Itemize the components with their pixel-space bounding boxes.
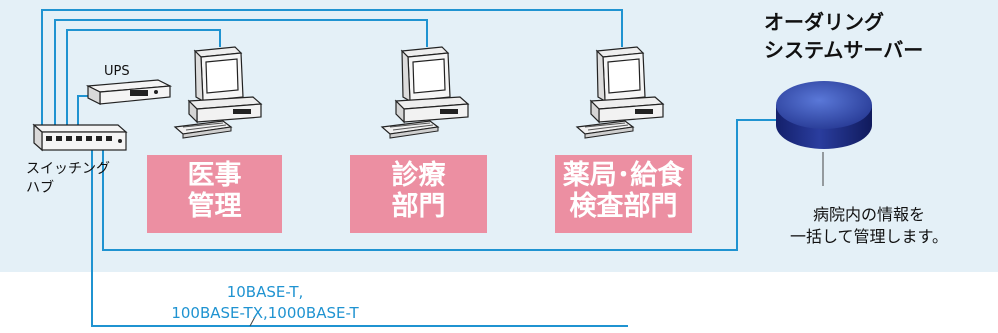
cable-to-terminal-3: [41, 9, 623, 125]
department-label-line1: 医事: [187, 160, 242, 191]
terminal-icon-2: [380, 46, 470, 139]
server-description-line2: 一括して管理します。: [790, 227, 948, 246]
department-label-line1: 薬局･給食: [562, 160, 685, 191]
server-description: 病院内の情報を 一括して管理します。: [754, 204, 984, 248]
switching-hub-label: スイッチング ハブ: [26, 160, 110, 198]
switching-hub-icon: [32, 123, 128, 152]
server-title: オーダリング システムサーバー: [764, 8, 923, 64]
spec-leader: [249, 314, 257, 327]
ups-label: UPS: [104, 64, 130, 79]
cable-to-terminal-2: [54, 19, 428, 125]
network-spec-line1: 10BASE-T,: [226, 283, 304, 301]
ups-icon: [85, 79, 173, 105]
server-title-line2: システムサーバー: [764, 38, 924, 62]
server-database-icon: [776, 81, 872, 149]
switching-hub-label-line2: ハブ: [26, 180, 54, 196]
terminal-icon-1: [173, 46, 263, 139]
switching-hub-label-line1: スイッチング: [26, 161, 110, 177]
cable-network-spec: [91, 150, 628, 327]
network-cables: [41, 9, 783, 327]
network-spec-label: 10BASE-T, 100BASE-TX,1000BASE-T: [130, 282, 400, 324]
server-description-line1: 病院内の情報を: [812, 205, 925, 224]
department-label-line2: 部門: [391, 191, 446, 222]
cable-to-server: [102, 119, 783, 251]
server-title-line1: オーダリング: [764, 10, 884, 34]
network-spec-line2: 100BASE-TX,1000BASE-T: [171, 304, 359, 322]
department-label-line2: 検査部門: [569, 191, 678, 222]
department-box-medical-affairs: 医事 管理: [147, 155, 282, 233]
department-box-clinical: 診療 部門: [350, 155, 487, 233]
terminal-icon-3: [575, 46, 665, 139]
cable-to-terminal-1: [66, 29, 221, 125]
department-box-pharmacy-lab: 薬局･給食 検査部門: [555, 155, 692, 233]
department-label-line1: 診療: [391, 160, 446, 191]
department-label-line2: 管理: [187, 191, 242, 222]
cable-to-ups: [77, 95, 90, 125]
